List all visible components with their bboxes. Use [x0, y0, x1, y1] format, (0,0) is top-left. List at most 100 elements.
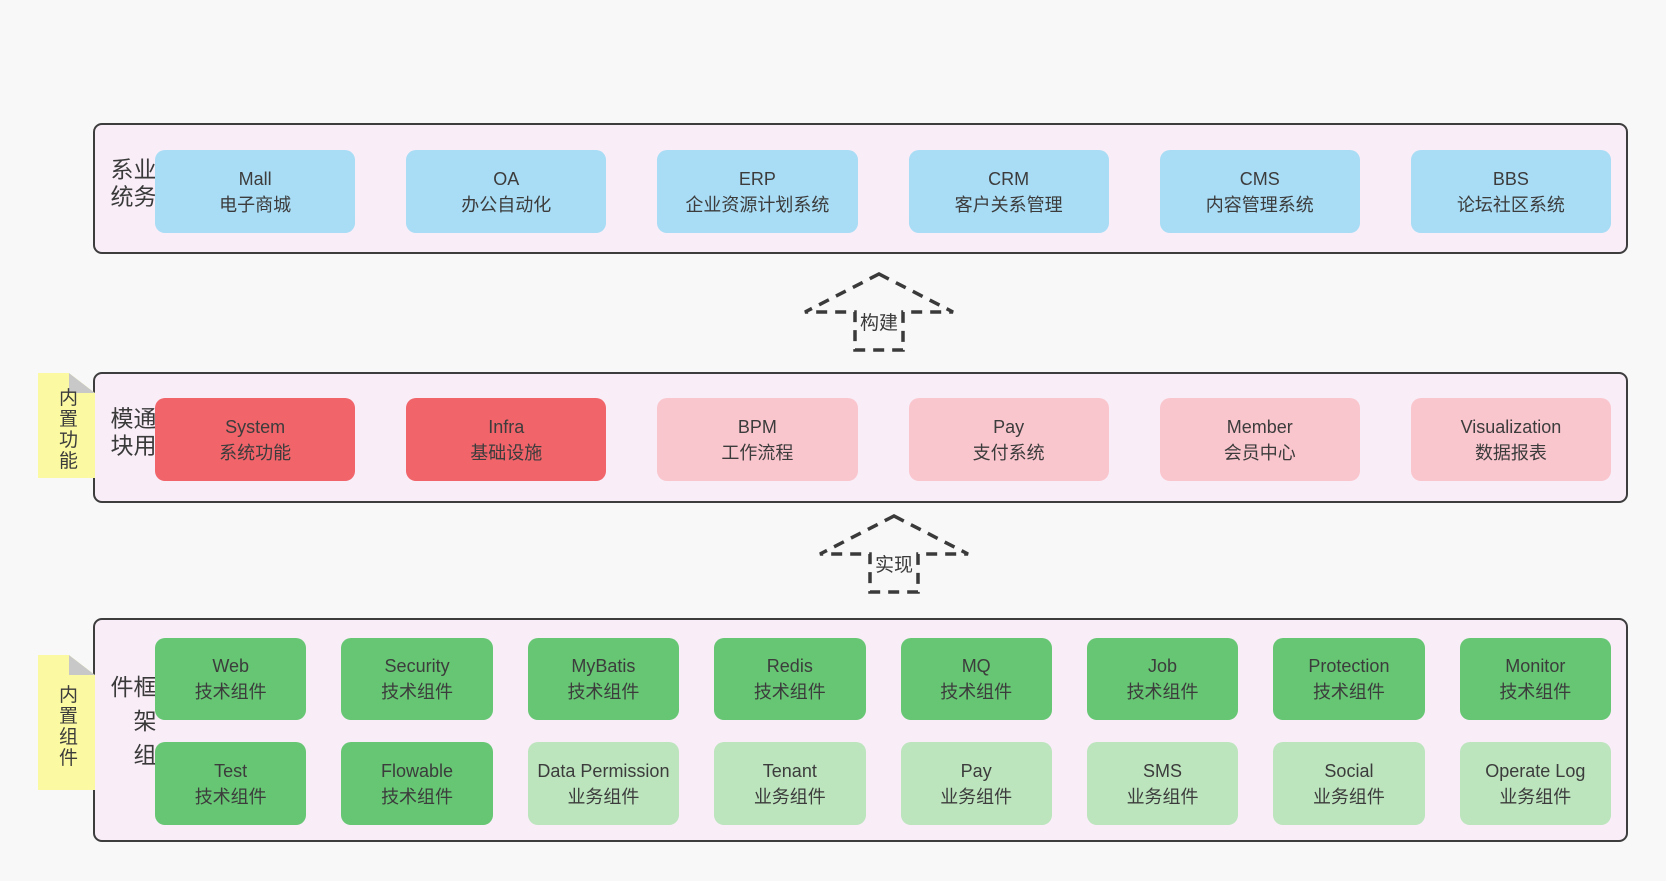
box-title: Pay [960, 760, 992, 781]
arrow-label: 实现 [871, 549, 917, 578]
box-title: OA [493, 168, 520, 189]
band-row: Test 技术组件 Flowable 技术组件 Data Permission … [155, 742, 1611, 825]
box-mybatis: MyBatis 技术组件 [527, 638, 680, 720]
box-erp: ERP 企业资源计划系统 [657, 150, 858, 233]
box-title: Security [384, 656, 450, 676]
box-subtitle: 技术组件 [1312, 682, 1385, 702]
box-title: Pay [993, 416, 1025, 437]
box-web: Web 技术组件 [155, 638, 307, 720]
sticky-label: 内置组件 [56, 683, 77, 768]
dashed-up-arrow-icon [804, 272, 954, 352]
band-framework-components: 框架组件 Web 技术组件 Security 技术组件 MyBatis 技术组件… [93, 618, 1628, 842]
box-subtitle: 技术组件 [567, 682, 640, 702]
box-cms: CMS 内容管理系统 [1159, 150, 1360, 233]
box-job: Job 技术组件 [1086, 638, 1239, 720]
box-bpm: BPM 工作流程 [657, 398, 858, 481]
box-title: CRM [988, 168, 1030, 189]
box-title: Web [212, 656, 250, 676]
box-title: MyBatis [571, 656, 636, 676]
box-subtitle: 技术组件 [753, 682, 826, 702]
arrow-build: 构建 [799, 271, 959, 353]
box-data-permission: Data Permission 业务组件 [527, 742, 680, 825]
box-bbs: BBS 论坛社区系统 [1410, 150, 1612, 233]
box-mq: MQ 技术组件 [900, 638, 1052, 720]
box-subtitle: 业务组件 [753, 786, 826, 807]
box-subtitle: 数据报表 [1474, 442, 1547, 463]
arrow-implement: 实现 [814, 513, 974, 595]
dashed-up-arrow-icon [819, 514, 969, 594]
box-subtitle: 论坛社区系统 [1456, 194, 1565, 215]
box-subtitle: 技术组件 [1126, 682, 1199, 702]
box-protection: Protection 技术组件 [1273, 638, 1425, 720]
band-vertical-label: 框架组件 [107, 675, 156, 777]
box-title: Data Permission [537, 760, 670, 781]
box-title: Job [1148, 656, 1178, 676]
box-monitor: Monitor 技术组件 [1459, 638, 1611, 720]
box-subtitle: 办公自动化 [461, 194, 552, 215]
box-subtitle: 内容管理系统 [1205, 194, 1314, 215]
box-subtitle: 工作流程 [721, 442, 794, 463]
band-row: System 系统功能 Infra 基础设施 BPM 工作流程 Pay 支付系统… [155, 398, 1612, 481]
box-title: Redis [766, 656, 813, 676]
box-visualization: Visualization 数据报表 [1410, 398, 1612, 481]
box-title: CMS [1239, 168, 1280, 189]
box-subtitle: 企业资源计划系统 [685, 194, 830, 215]
band-business-systems: 业务系统 Mall 电子商城 OA 办公自动化 ERP 企业资源计划系统 CRM… [93, 123, 1628, 254]
box-subtitle: 技术组件 [194, 682, 267, 702]
box-title: System [225, 416, 286, 437]
box-subtitle: 电子商城 [219, 194, 292, 215]
box-test: Test 技术组件 [155, 742, 307, 825]
box-subtitle: 会员中心 [1223, 442, 1296, 463]
box-system: System 系统功能 [155, 398, 356, 481]
box-subtitle: 技术组件 [381, 786, 454, 807]
box-subtitle: 基础设施 [470, 442, 543, 463]
sticky-note-built-in-components: 内置组件 [38, 655, 95, 790]
band-common-modules: 通用模块 System 系统功能 Infra 基础设施 BPM 工作流程 Pay… [93, 372, 1628, 503]
arrow-label: 构建 [856, 307, 902, 336]
box-title: Tenant [762, 760, 817, 781]
box-subtitle: 客户关系管理 [954, 194, 1063, 215]
box-infra: Infra 基础设施 [406, 398, 607, 481]
box-subtitle: 业务组件 [1126, 786, 1199, 807]
box-title: Flowable [381, 760, 454, 781]
band-vertical-label: 通用模块 [107, 405, 156, 460]
box-title: SMS [1143, 760, 1183, 781]
box-title: Protection [1308, 656, 1390, 676]
box-crm: CRM 客户关系管理 [908, 150, 1109, 233]
box-flowable: Flowable 技术组件 [341, 742, 493, 825]
box-title: Visualization [1460, 416, 1562, 437]
box-tenant: Tenant 业务组件 [714, 742, 866, 825]
box-social: Social 业务组件 [1273, 742, 1425, 825]
box-title: MQ [961, 656, 991, 676]
sticky-label: 内置功能 [56, 386, 77, 471]
box-subtitle: 支付系统 [972, 442, 1045, 463]
box-pay-biz: Pay 业务组件 [900, 742, 1052, 825]
box-sms: SMS 业务组件 [1086, 742, 1239, 825]
box-member: Member 会员中心 [1159, 398, 1360, 481]
box-title: Monitor [1505, 656, 1566, 676]
box-title: ERP [738, 168, 776, 189]
band-row: Mall 电子商城 OA 办公自动化 ERP 企业资源计划系统 CRM 客户关系… [155, 150, 1612, 233]
box-subtitle: 业务组件 [567, 786, 640, 807]
box-title: BBS [1492, 168, 1529, 189]
box-subtitle: 系统功能 [219, 442, 292, 463]
box-operate-log: Operate Log 业务组件 [1459, 742, 1611, 825]
box-subtitle: 业务组件 [940, 786, 1013, 807]
box-title: Operate Log [1485, 760, 1586, 781]
box-oa: OA 办公自动化 [406, 150, 607, 233]
box-pay: Pay 支付系统 [908, 398, 1109, 481]
box-subtitle: 技术组件 [194, 786, 267, 807]
box-redis: Redis 技术组件 [714, 638, 866, 720]
box-security: Security 技术组件 [341, 638, 493, 720]
band-vertical-label: 业务系统 [107, 156, 156, 211]
box-subtitle: 技术组件 [940, 682, 1013, 702]
box-title: Mall [238, 168, 272, 189]
box-subtitle: 技术组件 [381, 682, 454, 702]
folded-corner-icon [69, 655, 95, 675]
box-title: BPM [737, 416, 777, 437]
band-row: Web 技术组件 Security 技术组件 MyBatis 技术组件 Redi… [155, 638, 1611, 720]
box-title: Infra [488, 416, 525, 437]
box-subtitle: 业务组件 [1499, 786, 1572, 807]
box-title: Member [1226, 416, 1293, 437]
